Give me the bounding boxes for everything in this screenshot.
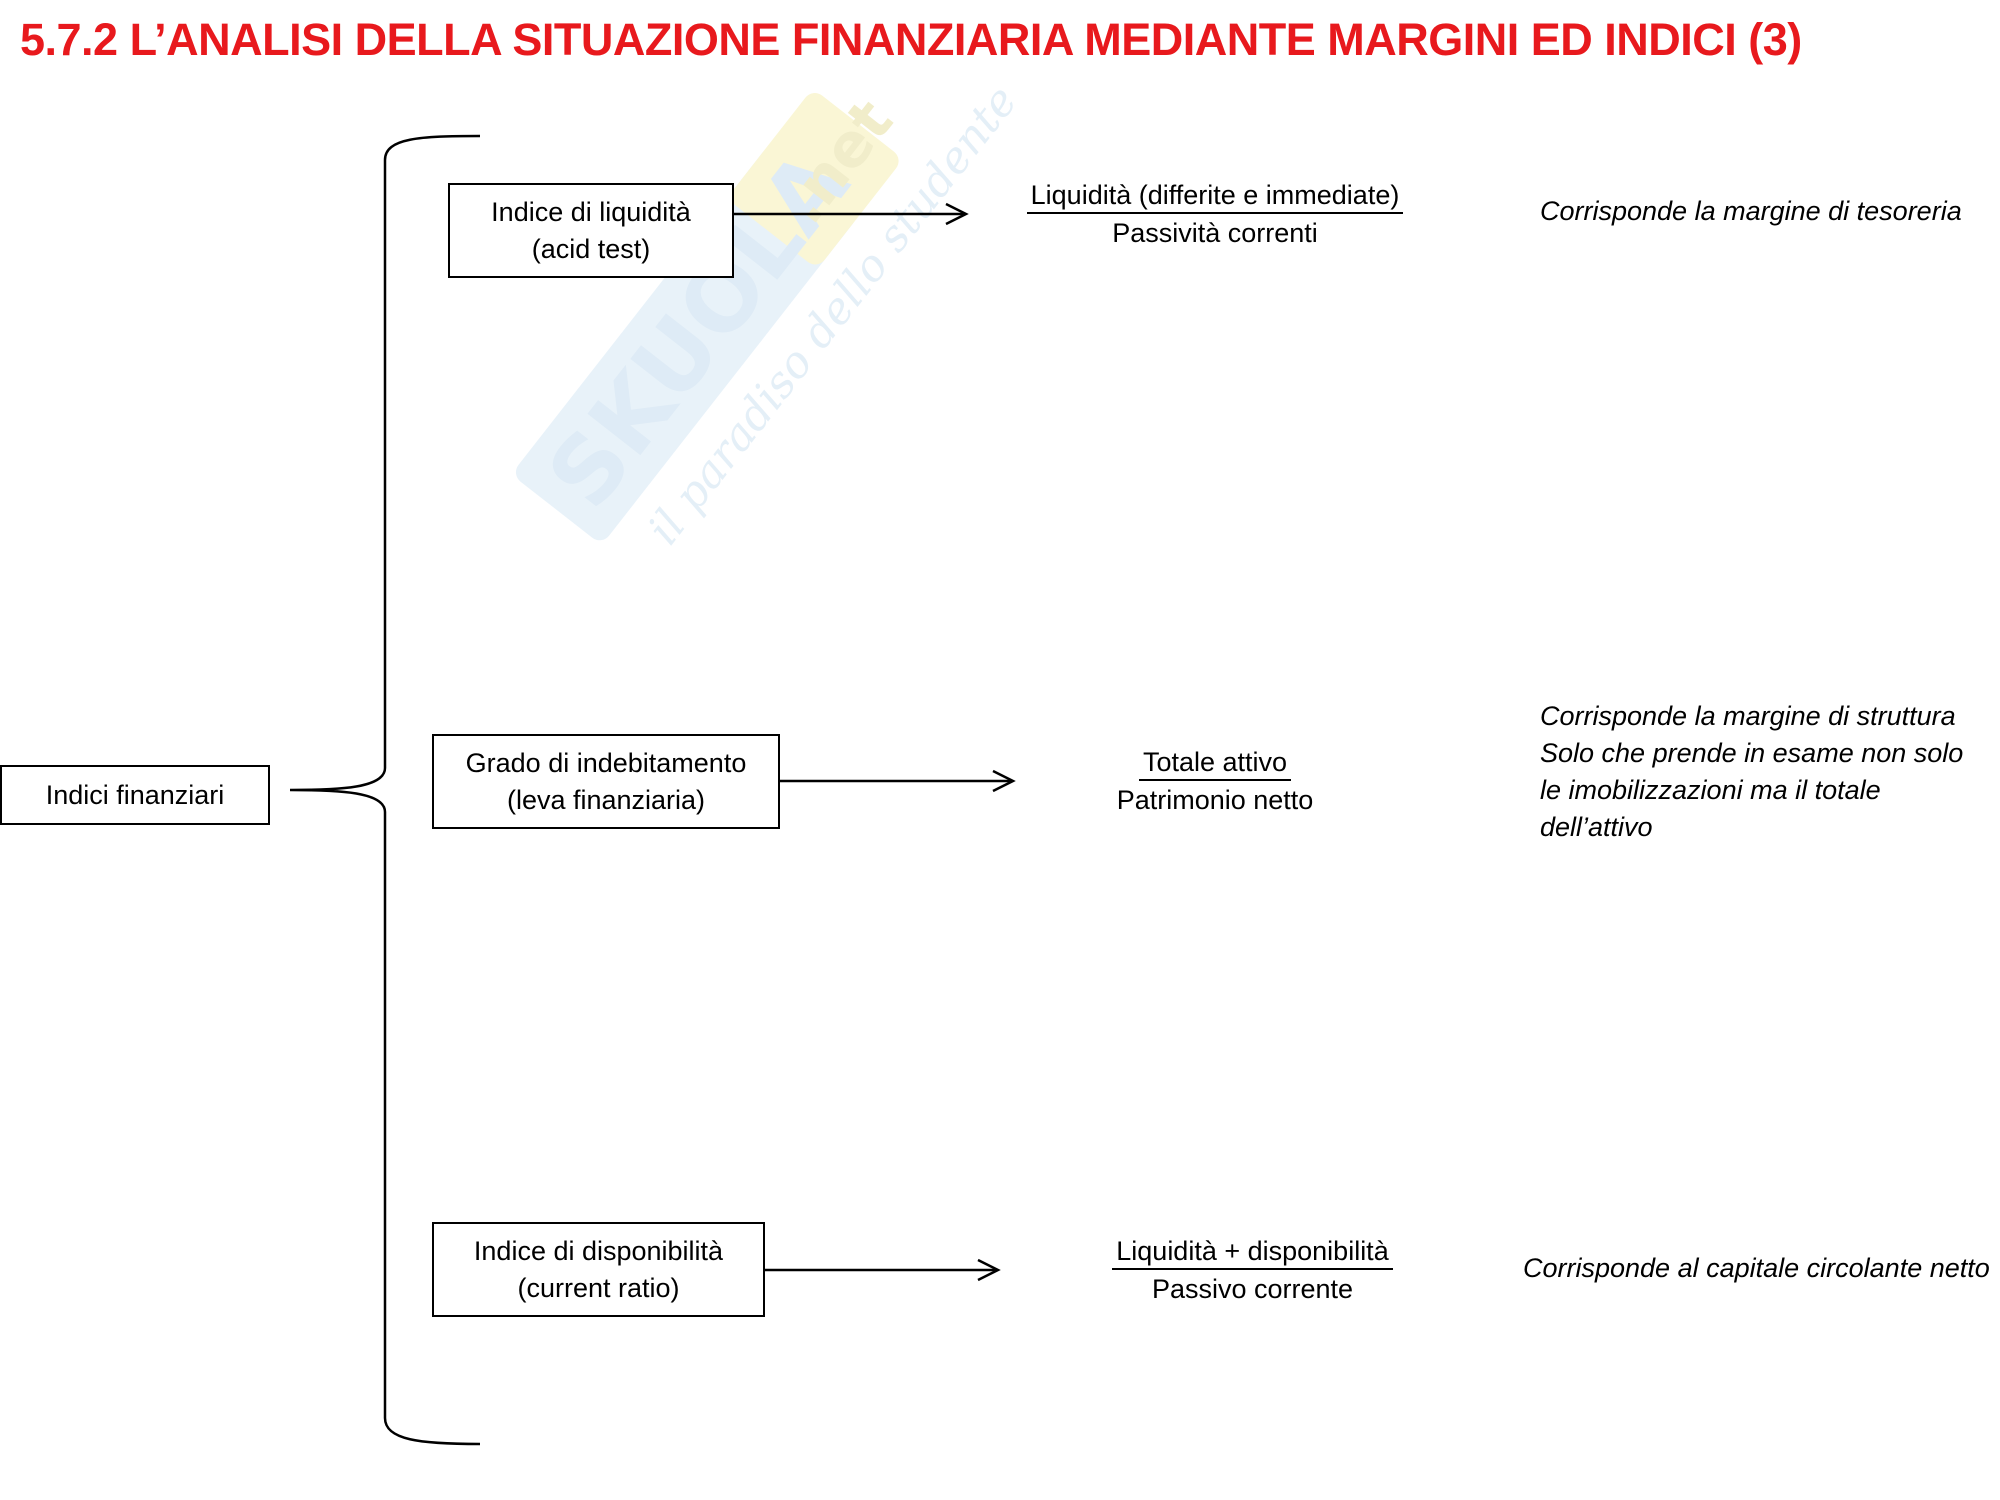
box-line: (current ratio)	[517, 1272, 680, 1303]
curly-brace	[289, 134, 481, 1446]
formula-numerator: Liquidità + disponibilità	[1112, 1234, 1393, 1270]
formula-liquidita: Liquidità (differite e immediate) Passiv…	[1015, 178, 1415, 252]
formula-indebitamento: Totale attivo Patrimonio netto	[1095, 745, 1335, 819]
page-title: 5.7.2 L’ANALISI DELLA SITUAZIONE FINANZI…	[20, 14, 1802, 65]
box-grado-indebitamento: Grado di indebitamento (leva finanziaria…	[432, 734, 780, 829]
note-disponibilita: Corrisponde al capitale circolante netto	[1523, 1250, 1990, 1287]
note-line: Corrisponde al capitale circolante netto	[1523, 1253, 1990, 1283]
arrowhead-1	[945, 202, 969, 226]
note-line: Corrisponde la margine di tesoreria	[1540, 196, 1962, 226]
note-line: Solo che prende in esame non solo	[1540, 738, 1964, 768]
root-box-indici-finanziari: Indici finanziari	[0, 765, 270, 825]
box-line: Grado di indebitamento	[465, 747, 747, 778]
note-indebitamento: Corrisponde la margine di struttura Solo…	[1540, 698, 1963, 846]
box-line: Indice di disponibilità	[473, 1235, 724, 1266]
formula-numerator: Totale attivo	[1138, 745, 1292, 781]
note-line: Corrisponde la margine di struttura	[1540, 701, 1956, 731]
box-indice-liquidita: Indice di liquidità (acid test)	[448, 183, 734, 278]
box-line: (leva finanziaria)	[506, 784, 706, 815]
formula-numerator: Liquidità (differite e immediate)	[1026, 178, 1404, 214]
note-liquidita: Corrisponde la margine di tesoreria	[1540, 193, 1962, 230]
formula-disponibilita: Liquidità + disponibilità Passivo corren…	[1105, 1234, 1400, 1308]
formula-denominator: Patrimonio netto	[1116, 785, 1314, 815]
note-line: dell’attivo	[1540, 812, 1653, 842]
arrowhead-2	[992, 769, 1016, 793]
box-line: Indice di liquidità	[491, 196, 691, 227]
box-indice-disponibilita: Indice di disponibilità (current ratio)	[432, 1222, 765, 1317]
formula-denominator: Passivo corrente	[1151, 1274, 1354, 1304]
arrowhead-3	[977, 1258, 1001, 1282]
note-line: le imobilizzazioni ma il totale	[1540, 775, 1881, 805]
box-line: (acid test)	[531, 233, 651, 264]
formula-denominator: Passività correnti	[1112, 218, 1318, 248]
root-label: Indici finanziari	[45, 779, 225, 810]
